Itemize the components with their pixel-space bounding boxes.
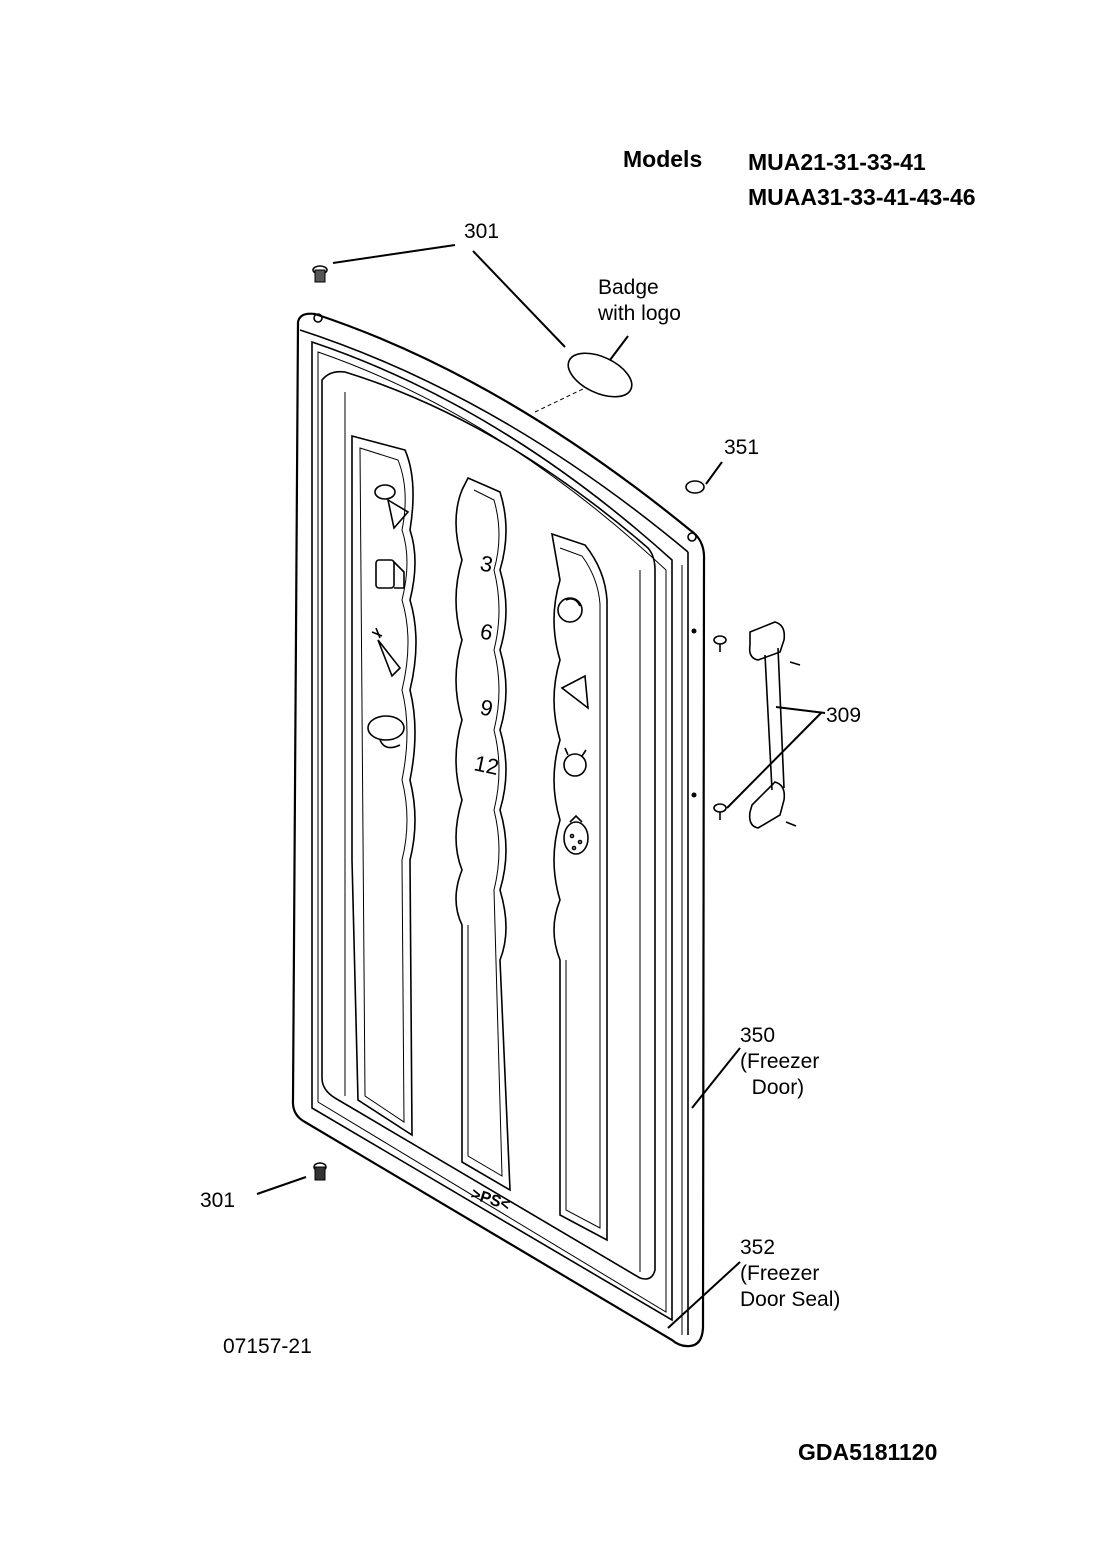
models-heading: Models — [623, 146, 703, 172]
timer-number-12: 12 — [472, 750, 501, 780]
drawing-number: 07157-21 — [223, 1335, 312, 1358]
model-list-line-1: MUA21-31-33-41 — [748, 149, 926, 175]
food-category-icons — [367, 484, 589, 855]
leader-301-bottom — [256, 1176, 307, 1195]
screw-icon — [312, 265, 328, 283]
leader-309-b — [726, 711, 823, 809]
center-recess-panel — [455, 476, 511, 1192]
screw-icon-bottom — [313, 1162, 327, 1181]
part-number: GDA5181120 — [798, 1439, 938, 1465]
leader-352 — [667, 1261, 741, 1329]
timer-number-9: 9 — [478, 694, 495, 721]
callout-350: 350 (Freezer Door) — [740, 1024, 820, 1099]
badge-icon — [567, 352, 633, 398]
model-list-line-2: MUAA31-33-41-43-46 — [748, 184, 976, 210]
leader-350 — [691, 1047, 741, 1109]
timer-number-3: 3 — [478, 550, 495, 577]
callout-351: 351 — [724, 436, 760, 459]
leader-badge — [472, 250, 566, 348]
door-seal-outline — [311, 340, 673, 1322]
freezer-door-frame — [291, 312, 706, 1348]
door-inner-liner — [321, 370, 656, 1280]
callout-309: 309 — [826, 704, 862, 727]
leader-351 — [705, 461, 723, 485]
callout-badge: Badge with logo — [598, 276, 681, 325]
timer-number-6: 6 — [478, 618, 495, 645]
cap-icon — [685, 480, 705, 494]
right-recess-panel — [550, 532, 608, 1242]
leader-309-a — [775, 706, 826, 714]
handle-icon — [713, 621, 801, 829]
left-recess-panel — [351, 434, 417, 1137]
callout-352: 352 (Freezer Door Seal) — [740, 1236, 841, 1311]
callout-301-bottom: 301 — [200, 1189, 236, 1212]
leader-301-top — [332, 244, 456, 264]
callout-301-top: 301 — [464, 220, 500, 243]
door-top-edge — [299, 329, 689, 553]
